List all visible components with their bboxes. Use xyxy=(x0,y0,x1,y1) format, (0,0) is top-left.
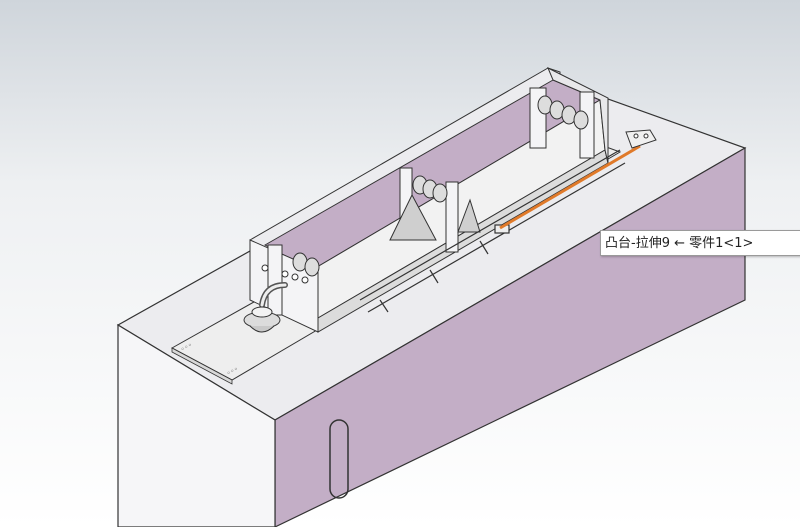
drain-valve-icon[interactable] xyxy=(243,306,281,333)
slot-handle-icon[interactable] xyxy=(329,419,349,499)
front-roller-frame[interactable] xyxy=(267,244,320,316)
connector-block[interactable] xyxy=(625,129,657,149)
base-box-front-face[interactable] xyxy=(117,323,276,527)
feature-tooltip: 凸台-拉伸9 ← 零件1<1> xyxy=(600,230,800,256)
guide-rail[interactable] xyxy=(359,149,626,313)
rear-roller-frame[interactable] xyxy=(529,87,595,159)
middle-roller-frame[interactable] xyxy=(389,167,481,253)
selected-edge[interactable] xyxy=(499,144,641,230)
